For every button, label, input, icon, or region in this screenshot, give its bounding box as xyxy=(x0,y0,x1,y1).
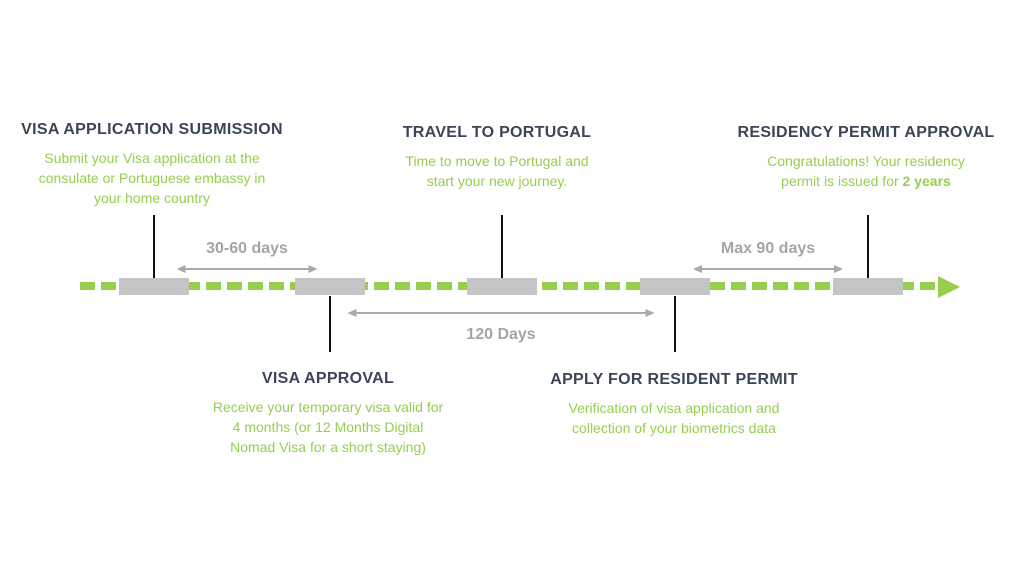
stage-title: RESIDENCY PERMIT APPROVAL xyxy=(737,124,995,141)
timeline-node-visa-approval xyxy=(295,278,365,295)
arrow-shaft xyxy=(702,268,834,270)
duration-range-30-60-days: 30-60 days xyxy=(176,240,318,273)
stage-title: VISA APPLICATION SUBMISSION xyxy=(21,121,283,138)
stage-description: Time to move to Portugal and start your … xyxy=(405,153,589,189)
connector-residency-permit-approval xyxy=(867,215,869,278)
stage-description: Receive your temporary visa valid for 4 … xyxy=(212,399,444,455)
arrow-right-tip xyxy=(308,265,318,273)
duration-label: Max 90 days xyxy=(720,240,816,257)
stage-residency-permit-approval: RESIDENCY PERMIT APPROVAL Congratulation… xyxy=(737,124,994,191)
stage-title: TRAVEL TO PORTUGAL xyxy=(402,124,592,141)
double-arrow-icon xyxy=(347,309,655,317)
arrow-left-tip xyxy=(176,265,186,273)
stage-description: Submit your Visa application at the cons… xyxy=(38,150,266,206)
timeline-arrowhead-icon xyxy=(938,276,960,298)
connector-visa-approval xyxy=(329,296,331,352)
timeline-node-visa-application-submission xyxy=(119,278,189,295)
stage-apply-for-resident-permit: APPLY FOR RESIDENT PERMIT Verification o… xyxy=(550,371,798,438)
stage-visa-approval: VISA APPROVAL Receive your temporary vis… xyxy=(212,370,444,457)
stage-visa-application-submission: VISA APPLICATION SUBMISSION Submit your … xyxy=(21,121,283,208)
stage-travel-to-portugal: TRAVEL TO PORTUGAL Time to move to Portu… xyxy=(403,124,592,191)
timeline-node-travel-to-portugal xyxy=(467,278,537,295)
timeline-node-residency-permit-approval xyxy=(833,278,903,295)
stage-description-emphasis: 2 years xyxy=(902,173,951,189)
stage-description: Verification of visa application and col… xyxy=(568,400,780,436)
connector-visa-application-submission xyxy=(153,215,155,278)
double-arrow-icon xyxy=(693,265,843,273)
double-arrow-icon xyxy=(176,265,318,273)
duration-label: 120 Days xyxy=(466,326,536,343)
duration-label: 30-60 days xyxy=(206,240,288,257)
stage-description: Congratulations! Your residency permit i… xyxy=(757,151,975,191)
arrow-left-tip xyxy=(347,309,357,317)
duration-range-max-90-days: Max 90 days xyxy=(693,240,843,273)
timeline-node-apply-for-resident-permit xyxy=(640,278,710,295)
arrow-right-tip xyxy=(645,309,655,317)
connector-apply-for-resident-permit xyxy=(674,296,676,352)
stage-title: APPLY FOR RESIDENT PERMIT xyxy=(550,371,798,388)
duration-range-120-days: 120 Days xyxy=(347,309,655,344)
arrow-left-tip xyxy=(693,265,702,273)
arrow-right-tip xyxy=(834,265,843,273)
arrow-shaft xyxy=(185,268,309,270)
arrow-shaft xyxy=(356,312,646,314)
stage-title: VISA APPROVAL xyxy=(261,370,395,387)
connector-travel-to-portugal xyxy=(501,215,503,278)
stage-description-text: Congratulations! Your residency permit i… xyxy=(767,153,965,189)
